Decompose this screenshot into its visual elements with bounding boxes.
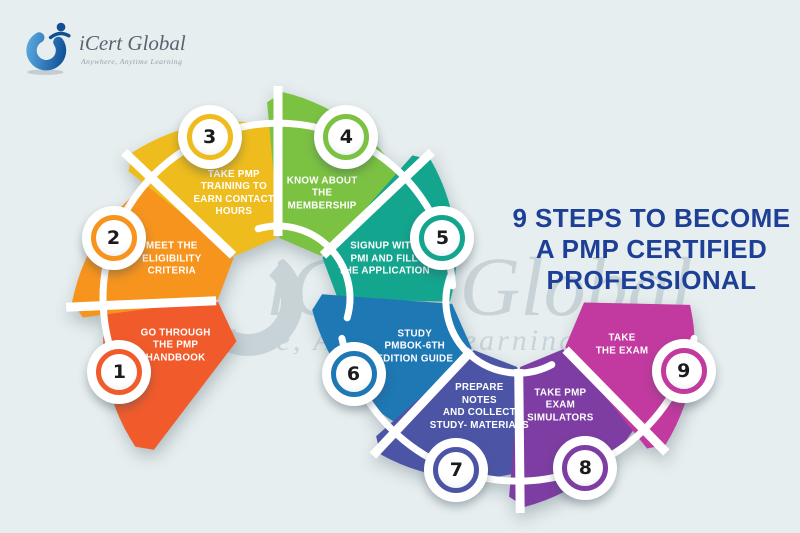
step-label-line: MEMBERSHIP [287,200,357,212]
step-badge-ring: 2 [90,215,137,262]
segment-divider [121,148,237,259]
step-label-line: SIGNUP WITH [350,240,419,252]
step-label-line: EARN CONTACT [193,193,275,205]
segment-divider [369,347,475,459]
step-badge-ring: 3 [186,113,233,160]
step-number: 4 [339,125,353,148]
step-segment-1 [103,302,237,450]
step-number: 7 [449,459,464,482]
step-badge-4: 4 [314,104,379,169]
step-number: 2 [106,227,121,250]
step-badge-ring: 1 [96,348,143,395]
step-segment-2 [72,182,234,318]
step-label-line: MEET THE [146,240,198,252]
connector-track [338,334,698,485]
title-line-2: A PMP CERTIFIED [535,234,768,264]
step-label-line: GO THROUGH [140,327,211,338]
logo-swirl-person-icon [26,22,71,75]
step-label-line: ELIGIBILITY [142,253,202,265]
step-label-line: STUDY- MATERIALS [429,419,529,431]
step-label-line: KNOW ABOUT [286,175,358,187]
step-label-line: THE APPLICATION [338,265,430,277]
step-segment-5 [322,155,457,302]
step-badge-ring: 6 [330,351,377,398]
step-badge-3: 3 [177,104,242,169]
step-label-line: THE PMP [152,339,199,351]
segment-divider [562,346,670,456]
step-badge-5: 5 [410,206,475,271]
step-badge-8: 8 [553,435,618,500]
step-label-line: PREPARE [455,382,504,394]
step-label-line: TAKE [608,332,636,344]
step-badge-ring: 8 [562,444,609,491]
step-label-line: THE EXAM [595,345,649,357]
segment-divider [66,296,217,312]
step-segment-8 [509,349,636,507]
step-label-line: HANDBOOK [145,352,206,363]
step-badge-ring: 9 [660,348,707,395]
logo-name: iCert Global [79,31,186,55]
title-line-1: 9 STEPS TO BECOME [512,203,791,233]
step-label-line: EDITION GUIDE [376,353,454,365]
step-label-line: EXAM [545,399,575,411]
step-badge-1: 1 [87,339,152,404]
connector-track [442,272,556,377]
brand-logo: iCert Global Anywhere, Anytime Learning [22,18,186,76]
step-badge-ring: 4 [323,113,370,160]
step-label-line: TRAINING TO [200,181,267,193]
segment-divider [514,368,525,514]
step-segment-4 [267,92,400,256]
step-number: 5 [435,227,450,250]
step-number: 1 [112,360,126,383]
logo-tagline: Anywhere, Anytime Learning [81,57,183,66]
step-label-line: HOURS [215,206,253,218]
step-badge-2: 2 [81,206,146,271]
step-badge-ring: 5 [419,215,466,262]
step-label-line: PMI AND FILL [350,253,418,265]
title-line-3: PROFESSIONAL [546,265,757,295]
step-label-line: CRITERIA [147,265,196,277]
step-badge-ring: 7 [433,447,480,494]
step-label-line: PMBOK-6TH [384,340,446,352]
connector-track [254,222,354,322]
step-number: 3 [202,125,217,148]
step-badge-6: 6 [321,342,386,407]
step-badge-9: 9 [651,339,716,404]
infographic-title: 9 STEPS TO BECOME A PMP CERTIFIED PROFES… [503,203,800,296]
step-number: 9 [677,360,691,383]
step-number: 6 [346,363,361,386]
step-label-line: AND COLLECT [442,407,516,419]
step-badge-7: 7 [424,438,489,503]
step-segment-3 [128,121,277,256]
step-label-line: THE [311,187,333,199]
step-label-line: NOTES [461,394,497,406]
step-segment-6 [312,294,472,424]
step-label-line: STUDY [397,328,432,340]
step-number: 8 [578,456,593,479]
step-label-line: TAKE PMP [534,387,587,399]
step-label-line: TAKE PMP [207,168,260,180]
step-label-line: SIMULATORS [527,412,594,424]
